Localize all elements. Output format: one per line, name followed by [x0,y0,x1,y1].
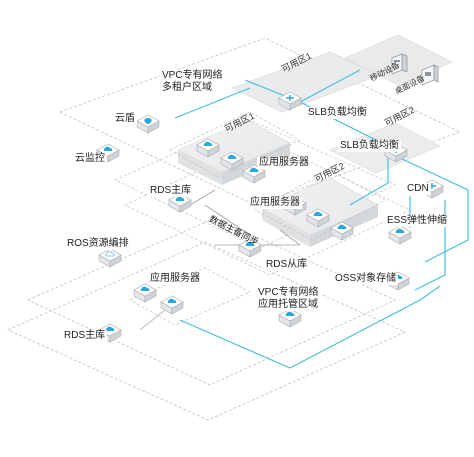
slb-1-icon [286,95,294,101]
vpc-multi-tenant-region [58,37,462,206]
app-server-2b-cube [306,208,330,228]
ros-cube [98,248,122,268]
app-server-3a-icon [140,286,150,291]
rds-primary-top-cube [168,193,192,213]
ros-icon [105,251,115,257]
vpc-hosting-icon [285,311,295,316]
vpc-hosting-region [7,217,406,421]
app-server-1-label: 应用服务器 [257,157,311,169]
rds-primary-top-icon [175,196,185,201]
internal-links [139,189,301,331]
app-server-2c-cube [330,221,354,241]
app-server-1c-cube [242,164,266,184]
app-server-3a-cube [133,283,157,303]
slb-2-label: SLB负载均衡 [338,140,401,152]
cdn-label: CDN [405,183,431,195]
app-server-1b-cube [220,151,244,171]
oss-label: OSS对象存储 [333,273,399,285]
rds-primary-bottom-icon [105,326,115,331]
cloud-shield-cube [136,114,160,134]
app-server-1a-cube [196,138,220,158]
app-server-1a-icon [203,141,213,146]
app-server-3b-icon [167,298,177,303]
slb-1-label: SLB负载均衡 [306,107,369,119]
app-server-3b-cube [160,295,184,315]
app-server-2c-icon [337,224,347,229]
zone-dashed-boxes [129,111,386,326]
rds-replica-icon [245,241,255,246]
vpc-hosting-label: VPC专有网络 应用托管区域 [256,287,321,311]
app-server-1c-icon [249,167,259,172]
ess-label: ESS弹性伸缩 [385,215,450,227]
cloud-monitor-label: 云监控 [73,153,107,165]
ros-label: ROS资源编排 [65,238,131,250]
vpc-multi-tenant-label: VPC专有网络 多租户区域 [160,70,225,94]
slb-1-cube [278,91,302,111]
rds-primary-bottom-label: RDS主库 [62,330,108,342]
app-server-1b-icon [227,154,237,159]
cloud-shield-label: 云盾 [113,113,137,125]
desktop-device-icon [391,53,408,75]
mobile-device-icon [421,64,439,86]
app-server-2b-icon [313,211,323,216]
rds-primary-top-label: RDS主库 [148,185,194,197]
app-server-2-label: 应用服务器 [248,197,302,209]
ess-cube [388,225,412,245]
rds-replica-cube [238,238,262,258]
ess-icon [395,228,405,233]
cloud-shield-icon [144,118,152,124]
zone-left-platform [177,119,291,185]
app-server-3-label: 应用服务器 [148,273,202,285]
cloud-monitor-icon [103,146,113,151]
vpc-hosting-cube [278,308,302,328]
rds-replica-label: RDS从库 [264,259,310,271]
network-links [174,69,469,369]
